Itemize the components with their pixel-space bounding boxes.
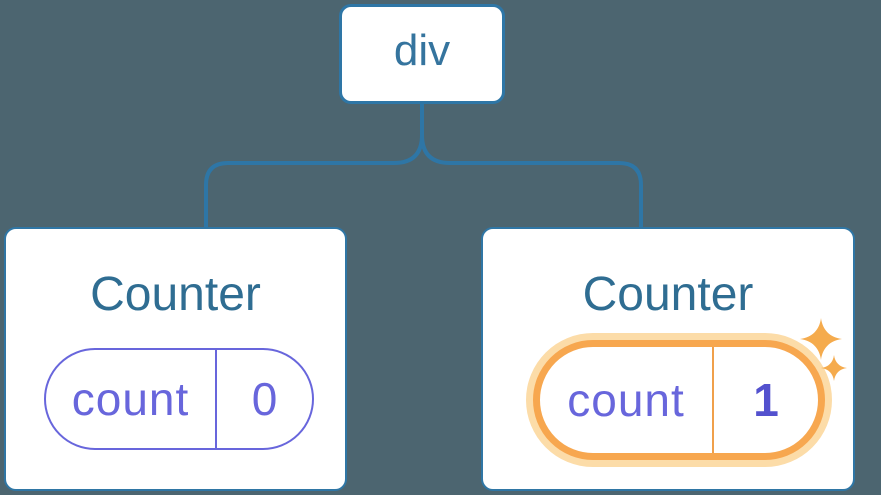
- connector-right-branch: [420, 102, 643, 229]
- state-pill-right-highlighted: count 1: [533, 340, 825, 460]
- counter-title-left: Counter: [90, 268, 261, 321]
- sparkles-icon: [800, 318, 847, 381]
- state-value-left: 0: [215, 350, 312, 448]
- connector-left-branch: [204, 102, 424, 229]
- root-node-div: div: [339, 4, 505, 104]
- counter-card-left: Counter count 0: [4, 227, 347, 491]
- counter-title-right: Counter: [582, 268, 754, 321]
- counter-card-right: Counter count 1: [481, 227, 855, 491]
- state-value-right: 1: [712, 347, 818, 453]
- state-name-left: count: [71, 373, 190, 425]
- root-node-label: div: [393, 26, 451, 75]
- state-name-right: count: [567, 374, 685, 426]
- state-pill-left: count 0: [44, 348, 314, 450]
